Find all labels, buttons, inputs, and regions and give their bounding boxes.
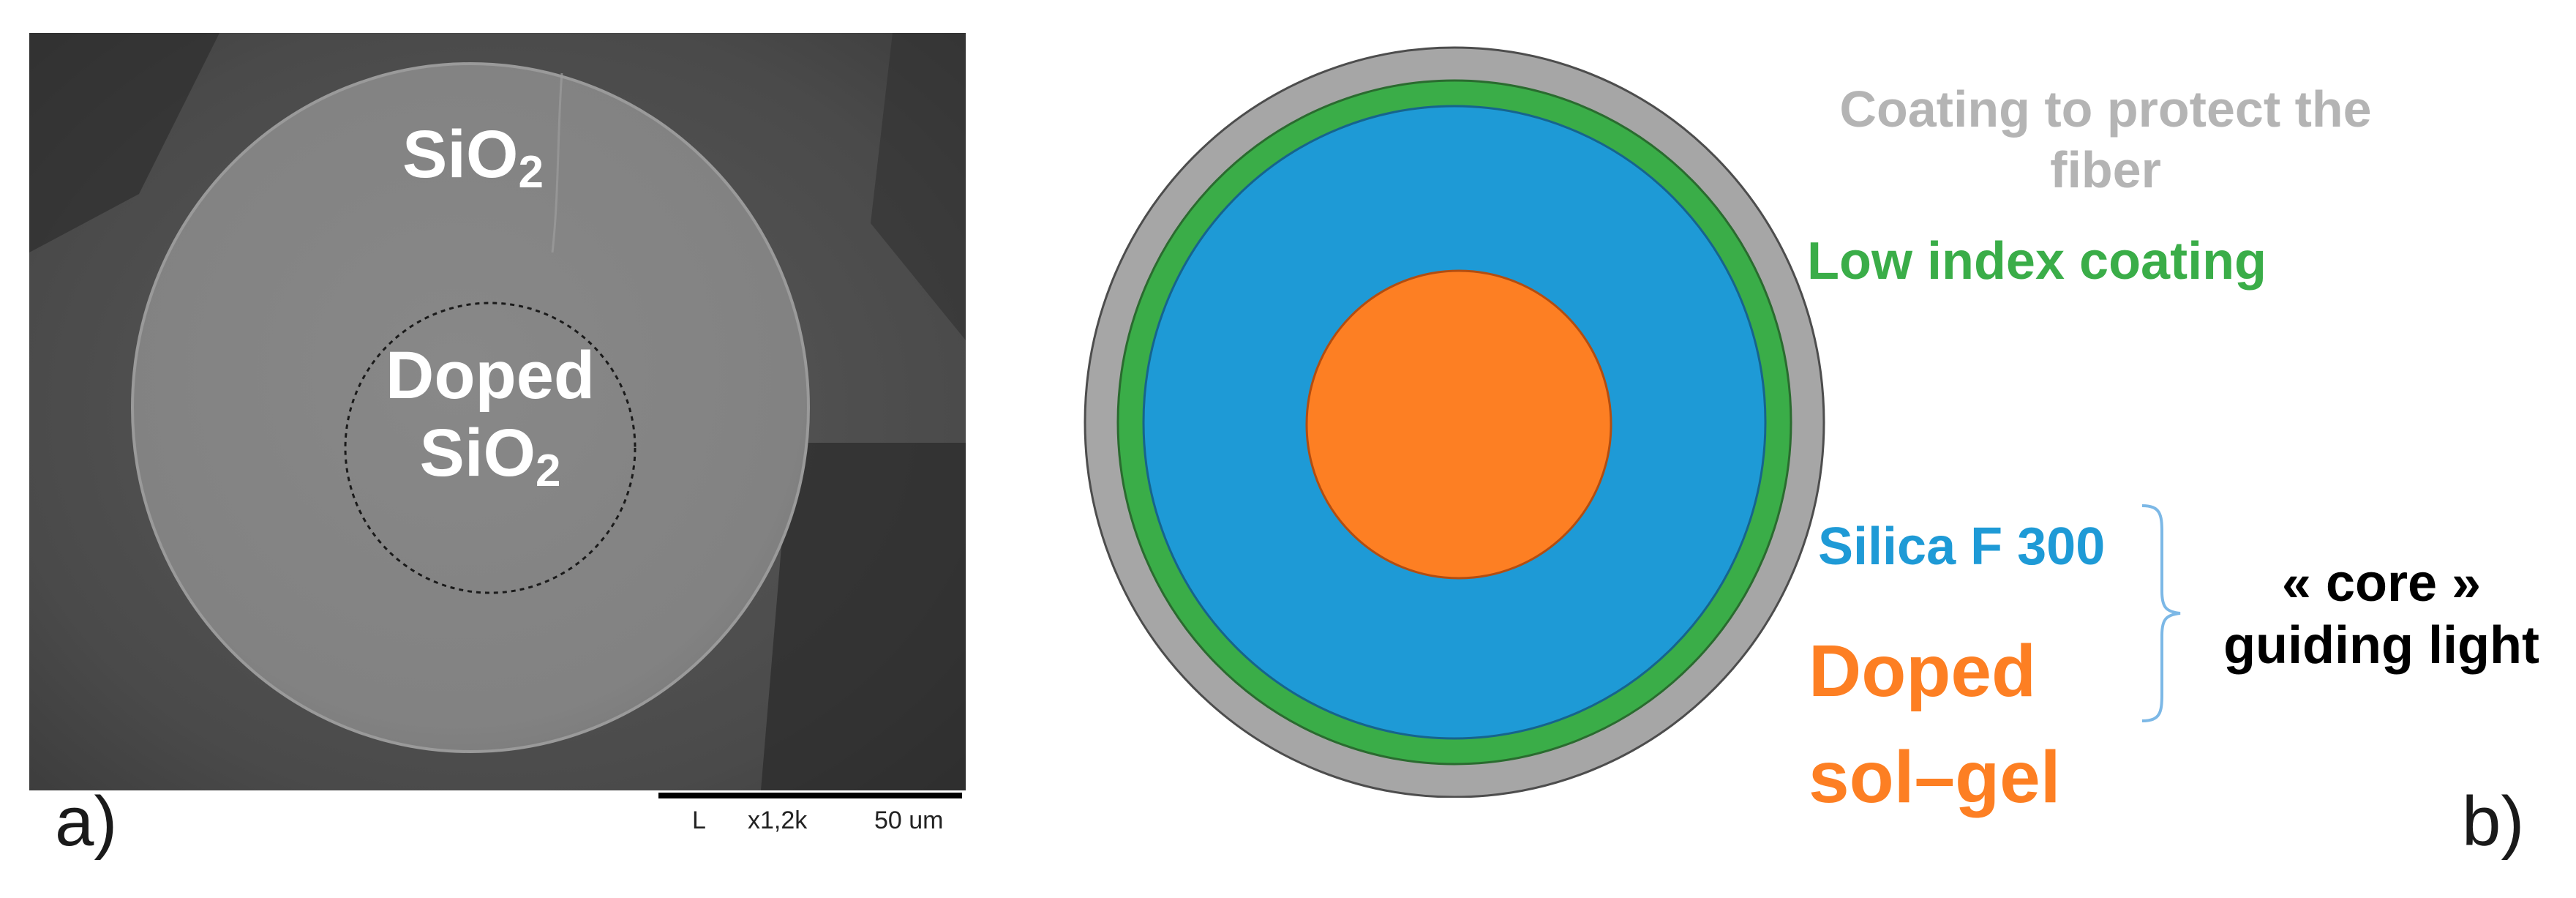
- label-doped-word: Doped: [385, 338, 596, 413]
- curly-brace-icon: [2141, 504, 2181, 722]
- doped-core-outline: [344, 302, 637, 594]
- legend-doped-sol-gel: Doped sol–gel: [1809, 618, 2061, 831]
- panel-a-letter: a): [55, 782, 118, 861]
- label-sio2-cladding: SiO2: [402, 121, 544, 195]
- fiber-schematic-svg: [1084, 46, 1825, 798]
- legend-coating-line1: Coating to protect the: [1839, 81, 2372, 138]
- sem-image: [29, 33, 966, 790]
- legend-silica: Silica F 300: [1818, 517, 2106, 576]
- scale-bar: L x1,2k 50 um: [658, 790, 966, 836]
- fiber-schematic: [1083, 44, 1844, 798]
- legend-core-line1: « core »: [2281, 554, 2482, 613]
- legend-protective-coating: Coating to protect the fiber: [1795, 79, 2417, 200]
- label-sio2-base: SiO: [402, 117, 519, 192]
- sem-shadow-top-left: [29, 33, 219, 252]
- label-doped-sio2-subscript: 2: [536, 446, 561, 496]
- sem-shadow-top-right: [871, 33, 966, 340]
- label-doped-sio2-base: SiO: [419, 416, 536, 490]
- label-doped-core: Doped SiO2: [366, 338, 615, 494]
- legend-low-index-coating: Low index coating: [1807, 232, 2267, 291]
- legend-doped-line2: sol–gel: [1809, 736, 2061, 818]
- legend-doped-line1: Doped: [1809, 630, 2037, 712]
- fiber-crack: [551, 72, 563, 253]
- scale-bar-length: 50 um: [874, 807, 944, 834]
- scale-bar-mode: L: [692, 807, 706, 834]
- brace-path: [2141, 504, 2181, 722]
- fiber-cross-section: [131, 62, 810, 753]
- legend-coating-line2: fiber: [2050, 141, 2161, 198]
- scale-bar-magnification: x1,2k: [748, 807, 808, 834]
- legend-core-line2: guiding light: [2223, 615, 2539, 675]
- sem-shadow-bottom-right: [761, 443, 966, 790]
- layer-doped-sol-gel: [1305, 269, 1612, 580]
- sem-micrograph: SiO2 Doped SiO2: [29, 33, 966, 790]
- brace-icon: [2140, 504, 2184, 723]
- scale-bar-line: [658, 793, 962, 798]
- label-doped-sio2: SiO2: [366, 416, 615, 494]
- label-sio2-subscript: 2: [518, 147, 544, 198]
- legend-core-guiding-light: « core » guiding light: [2202, 553, 2561, 677]
- panel-b-letter: b): [2462, 782, 2525, 861]
